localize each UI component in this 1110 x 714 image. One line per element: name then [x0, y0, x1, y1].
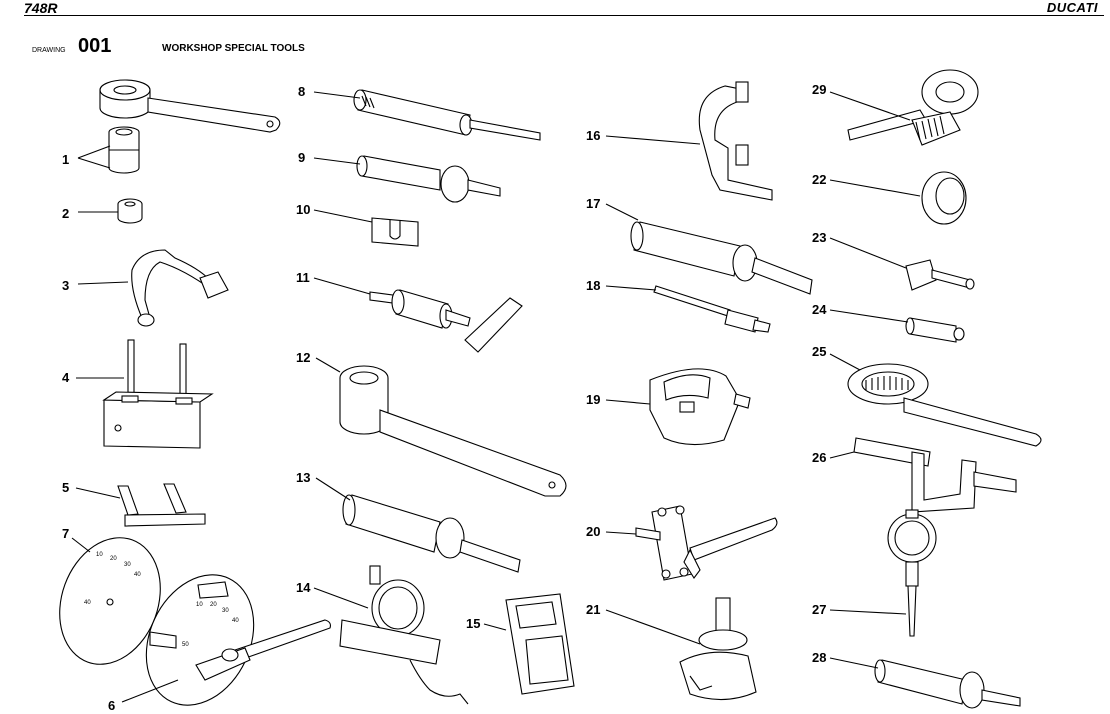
- callout-29: 29: [812, 82, 826, 97]
- tool-21-illustration: [679, 597, 757, 701]
- tool-23-illustration: [905, 259, 975, 291]
- callout-25: 25: [812, 344, 826, 359]
- tool-8-illustration: [353, 89, 541, 141]
- callout-12: 12: [296, 350, 310, 365]
- callout-17: 17: [586, 196, 600, 211]
- callout-18: 18: [586, 278, 600, 293]
- svg-text:30: 30: [222, 608, 229, 614]
- callout-9: 9: [298, 150, 305, 165]
- svg-text:20: 20: [110, 556, 117, 562]
- callout-1: 1: [62, 152, 69, 167]
- tool-16-illustration: [698, 81, 773, 201]
- brand-name: DUCATI: [1046, 0, 1098, 15]
- tool-2-illustration: [117, 198, 143, 224]
- tool-11-illustration: [369, 289, 523, 353]
- tool-29-illustration: [847, 69, 979, 146]
- tool-28-illustration: [874, 659, 1021, 709]
- callout-21: 21: [586, 602, 600, 617]
- tool-14-illustration: [339, 565, 469, 705]
- drawing-label: DRAWING: [32, 47, 66, 54]
- tool-9-illustration: [356, 155, 501, 203]
- svg-text:40: 40: [84, 600, 91, 606]
- callout-10: 10: [296, 202, 310, 217]
- callout-8: 8: [298, 84, 305, 99]
- callout-3: 3: [62, 278, 69, 293]
- callout-13: 13: [296, 470, 310, 485]
- callout-11: 11: [296, 270, 310, 285]
- svg-text:40: 40: [232, 618, 239, 624]
- tool-6-illustration: 10 20 30 40 50: [145, 574, 331, 706]
- tool-26-illustration: [853, 437, 1017, 513]
- tool-4-illustration: [102, 339, 214, 449]
- callout-6: 6: [108, 698, 115, 713]
- callout-5: 5: [62, 480, 69, 495]
- tool-5-illustration: [117, 483, 206, 527]
- tool-18-illustration: [653, 285, 771, 333]
- tool-1-illustration: [99, 79, 281, 174]
- callout-numbers: 1 2 3 4 5 6 7 8 9 10 11 12 13 14 15 16 1…: [62, 82, 827, 713]
- callout-24: 24: [812, 302, 827, 317]
- model-name: 748R: [24, 0, 58, 16]
- svg-text:10: 10: [196, 602, 203, 608]
- callout-22: 22: [812, 172, 826, 187]
- svg-text:10: 10: [96, 552, 103, 558]
- callout-4: 4: [62, 370, 70, 385]
- svg-text:30: 30: [124, 562, 131, 568]
- callout-7: 7: [62, 526, 69, 541]
- tool-13-illustration: [342, 494, 521, 573]
- callout-26: 26: [812, 450, 826, 465]
- callout-15: 15: [466, 616, 480, 631]
- leader-lines: [71, 91, 921, 703]
- callout-19: 19: [586, 392, 600, 407]
- tool-27-illustration: [887, 509, 937, 637]
- tool-22-illustration: [921, 171, 967, 225]
- header-rule: [24, 15, 1104, 16]
- tool-3-illustration: [131, 249, 229, 327]
- drawing-title: WORKSHOP SPECIAL TOOLS: [162, 43, 305, 54]
- callout-27: 27: [812, 602, 826, 617]
- svg-text:20: 20: [210, 602, 217, 608]
- callout-23: 23: [812, 230, 826, 245]
- tool-12-illustration: [339, 365, 567, 497]
- drawing-number: 001: [78, 35, 112, 57]
- svg-text:40: 40: [134, 572, 141, 578]
- callout-28: 28: [812, 650, 826, 665]
- tool-17-illustration: [630, 221, 813, 295]
- page-header: 748R DUCATI: [0, 0, 1110, 18]
- callout-16: 16: [586, 128, 600, 143]
- tool-10-illustration: [371, 217, 419, 247]
- tool-24-illustration: [905, 317, 965, 343]
- callout-2: 2: [62, 206, 69, 221]
- tool-7-illustration: 10 20 30 40 40: [59, 537, 161, 665]
- tool-20-illustration: [635, 505, 778, 581]
- callout-14: 14: [296, 580, 311, 595]
- tool-15-illustration: [505, 593, 575, 695]
- tool-25-illustration: [847, 363, 1042, 447]
- callout-20: 20: [586, 524, 600, 539]
- svg-text:50: 50: [182, 642, 189, 648]
- tool-19-illustration: [649, 368, 751, 446]
